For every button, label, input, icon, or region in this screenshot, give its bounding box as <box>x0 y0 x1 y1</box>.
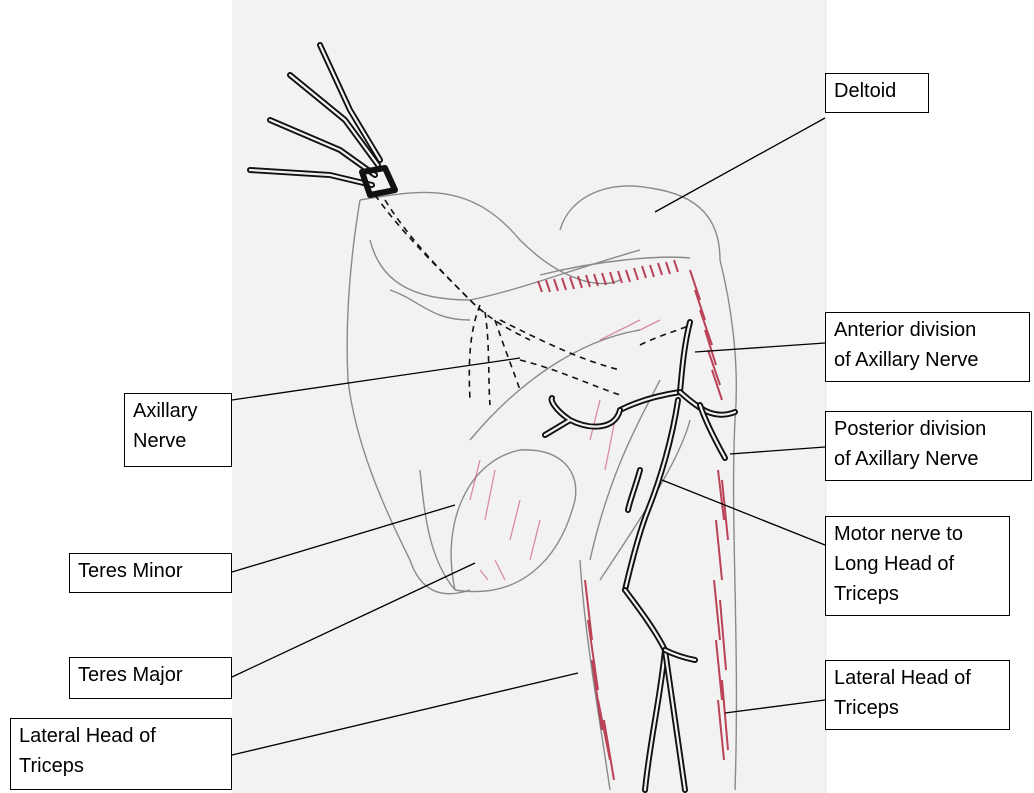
deltoid-lateral-hatch <box>690 270 722 400</box>
pencil-outlines <box>347 186 736 790</box>
leader-deltoid <box>655 118 825 212</box>
label-lateral-head-left: Lateral Head of Triceps <box>10 718 232 790</box>
leader-lateral-head-right <box>725 700 825 713</box>
teres-light-hatch <box>470 320 660 580</box>
label-motor-nerve: Motor nerve to Long Head of Triceps <box>825 516 1010 616</box>
axillary-nerve-dashed <box>375 195 690 405</box>
leader-teres-minor <box>232 505 455 572</box>
deltoid-hatch <box>538 260 678 292</box>
brachial-plexus <box>250 45 395 195</box>
label-teres-minor: Teres Minor <box>69 553 232 593</box>
label-axillary-nerve: Axillary Nerve <box>124 393 232 467</box>
leader-posterior-division <box>730 447 825 454</box>
leader-axillary-nerve <box>232 358 520 400</box>
label-lateral-head-right: Lateral Head of Triceps <box>825 660 1010 730</box>
leader-lateral-head-left <box>232 673 578 755</box>
label-posterior-division: Posterior division of Axillary Nerve <box>825 411 1032 481</box>
label-anterior-division: Anterior division of Axillary Nerve <box>825 312 1030 382</box>
leader-motor-nerve <box>662 480 825 545</box>
label-teres-major: Teres Major <box>69 657 232 699</box>
label-deltoid: Deltoid <box>825 73 929 113</box>
lateral-head-right-hatch <box>714 470 728 760</box>
axillary-nerve-branches <box>545 322 735 790</box>
lateral-head-left-hatch <box>585 580 614 780</box>
leader-anterior-division <box>695 343 825 352</box>
leader-teres-major <box>232 563 475 677</box>
